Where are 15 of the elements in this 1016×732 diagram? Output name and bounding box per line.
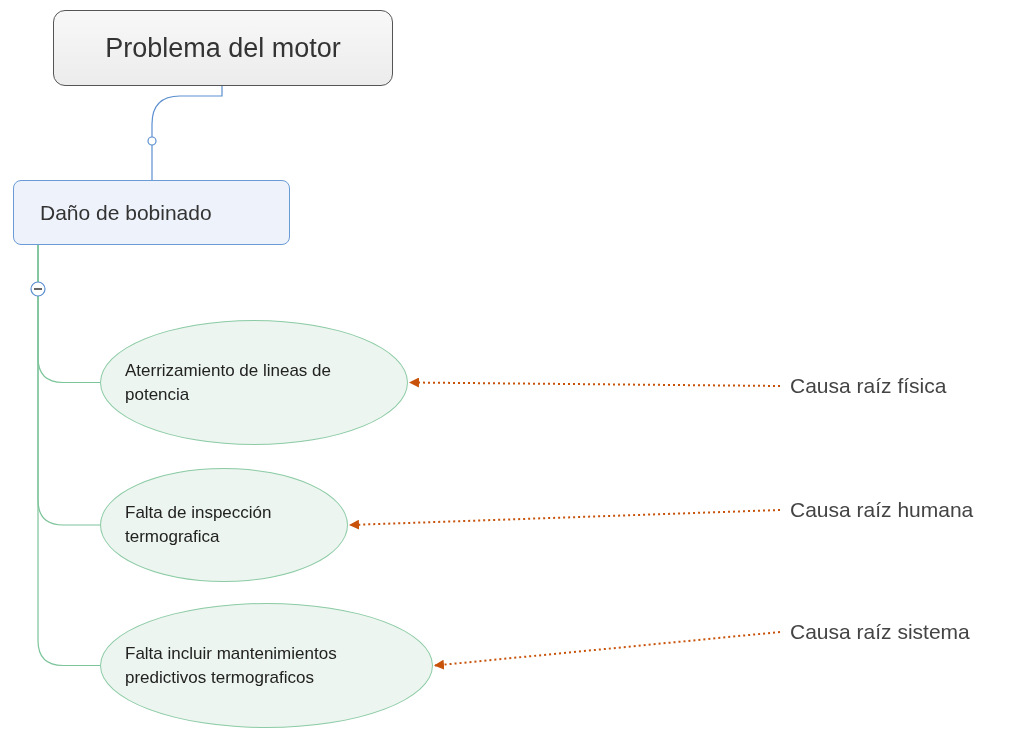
node-label: Daño de bobinado <box>40 199 212 226</box>
connector-line <box>151 85 223 181</box>
dotted-arrow <box>349 509 781 530</box>
node-label: Causa raíz física <box>790 373 947 400</box>
dotted-arrow <box>434 631 781 670</box>
node-label: Aterrizamiento de lineas de potencia <box>125 359 332 406</box>
node-label: Problema del motor <box>105 31 341 65</box>
node-label: Falta de inspección termografica <box>125 502 273 548</box>
topic-box <box>53 10 393 86</box>
topic-box <box>13 180 290 245</box>
node-label: Falta incluir mantenimientos predictivos termograficos <box>125 642 338 689</box>
node-label: Causa raíz sistema <box>790 619 970 646</box>
dotted-arrow <box>409 377 781 388</box>
node-label: Causa raíz humana <box>790 497 974 524</box>
connector-line <box>37 244 101 667</box>
